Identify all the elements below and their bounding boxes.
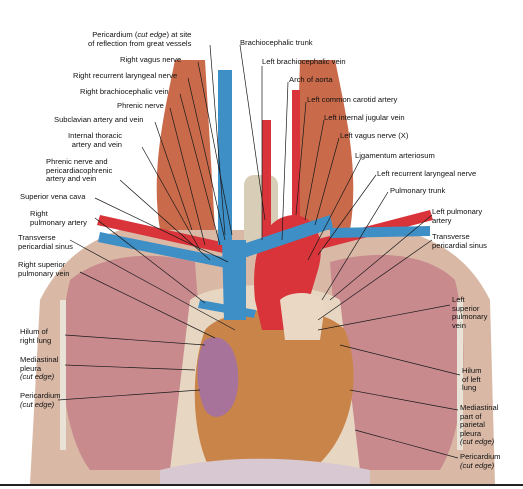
- label-left-brachiocephalic-vein: Left brachiocephalic vein: [262, 57, 346, 66]
- label-left-pulmonary-artery: Left pulmonary artery: [432, 207, 483, 225]
- svc: [222, 240, 246, 320]
- label-pulmonary-trunk: Pulmonary trunk: [390, 186, 446, 195]
- brachiocephalic-trunk-shape: [262, 120, 271, 240]
- label-internal-thoracic: Internal thoracic artery and vein: [68, 131, 123, 149]
- label-hilum-left-lung: Hilum of left lung: [462, 366, 482, 393]
- label-phrenic-pericardiacophrenic: Phrenic nerve and pericardiacophrenic ar…: [46, 157, 113, 184]
- label-right-recurrent-laryngeal-nerve: Right recurrent laryngeal nerve: [73, 71, 178, 80]
- label-hilum-right-lung: Hilum of right lung: [20, 327, 52, 345]
- label-right-pulmonary-artery: Right pulmonary artery: [30, 209, 87, 227]
- label-left-vagus-nerve: Left vagus nerve (X): [340, 131, 409, 140]
- label-right-brachiocephalic-vein: Right brachiocephalic vein: [80, 87, 169, 96]
- bottom-border: [0, 484, 523, 486]
- label-left-recurrent-laryngeal-nerve: Left recurrent laryngeal nerve: [377, 169, 477, 178]
- right-pulmonary-artery-shape: [198, 300, 256, 318]
- pulmonary-trunk-shape: [280, 293, 325, 340]
- label-right-superior-pulmonary-vein: Right superior pulmonary vein: [18, 260, 70, 278]
- label-subclavian-artery-vein: Subclavian artery and vein: [54, 115, 144, 124]
- label-transverse-sinus-left: Transverse pericardial sinus: [432, 232, 487, 250]
- label-ligamentum-arteriosum: Ligamentum arteriosum: [355, 151, 435, 160]
- label-arch-of-aorta: Arch of aorta: [289, 75, 333, 84]
- left-carotid: [292, 90, 300, 220]
- neck-muscles-left: [295, 60, 354, 230]
- right-atrium: [197, 337, 239, 417]
- label-pericardium-right: Pericardium (cut edge): [20, 391, 61, 409]
- label-brachiocephalic-trunk: Brachiocephalic trunk: [240, 38, 313, 47]
- right-subclavian-vein: [98, 232, 228, 268]
- right-lung: [61, 255, 205, 470]
- label-mediastinal-parietal-pleura: Mediastinal part of parietal pleura (cut…: [460, 403, 499, 447]
- rib-left-edge: [60, 300, 66, 450]
- diaphragm: [160, 458, 370, 484]
- label-left-internal-jugular-vein: Left internal jugular vein: [324, 113, 405, 122]
- label-left-superior-pulmonary-vein: Left superior pulmonary vein: [452, 295, 488, 330]
- left-brachiocephalic-vein-shape: [240, 215, 333, 258]
- label-pericardium-reflection: Pericardium (cut edge) at site of reflec…: [88, 30, 192, 48]
- label-mediastinal-pleura: Mediastinal pleura (cut edge): [20, 355, 59, 382]
- label-pericardium-left: Pericardium (cut edge): [460, 452, 501, 470]
- neck-muscles: [156, 60, 215, 230]
- right-ijv: [218, 70, 232, 245]
- heart: [194, 309, 354, 478]
- label-transverse-sinus-right: Transverse pericardial sinus: [18, 233, 73, 251]
- right-subclavian-artery: [97, 215, 235, 255]
- label-left-common-carotid-artery: Left common carotid artery: [307, 95, 398, 104]
- label-right-vagus-nerve: Right vagus nerve: [120, 55, 182, 64]
- label-phrenic-nerve: Phrenic nerve: [117, 101, 164, 110]
- label-superior-vena-cava: Superior vena cava: [20, 192, 86, 201]
- left-subclavian-vein: [330, 226, 430, 238]
